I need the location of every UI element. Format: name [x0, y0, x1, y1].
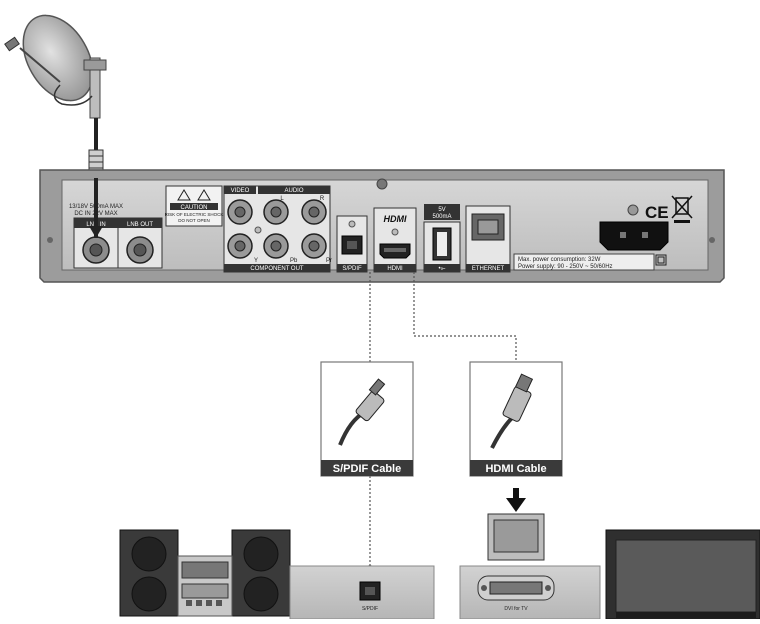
lnb-out-label: LNB OUT	[127, 222, 153, 228]
connection-lines	[369, 272, 517, 570]
optical-plug-icon	[338, 378, 386, 446]
spdif-cable-box: S/PDIF Cable	[320, 361, 414, 477]
hdmi-logo: HDMI	[384, 214, 407, 224]
power-spec-line1: Max. power consumption: 32W	[518, 257, 601, 263]
comp-pb-label: Pb	[290, 258, 298, 264]
component-out-label: COMPONENT OUT	[250, 266, 304, 272]
usb-rating-line1: 5V	[438, 207, 445, 213]
comp-y-label: Y	[254, 258, 258, 264]
spdif-port: S/PDIF	[336, 215, 368, 273]
caution-title: CAUTION	[181, 205, 208, 211]
weee-bin-icon	[671, 195, 693, 223]
caution-line1: RISK OF ELECTRIC SHOCK	[165, 212, 224, 217]
av-connectors: VIDEO AUDIO L R Y Pb Pr COMPONENT OUT	[223, 185, 332, 273]
audio-port-label: S/PDIF	[362, 606, 378, 612]
television	[605, 529, 760, 620]
satellite-dish	[4, 14, 107, 178]
audio-system	[119, 529, 291, 617]
hdmi-label: HDMI	[387, 266, 403, 272]
caution-line2: DO NOT OPEN	[178, 218, 209, 223]
receiver-back-panel: 13/18V 500mA MAX DC IN 22V MAX LNB IN LN…	[39, 169, 725, 283]
hdmi-line	[413, 272, 517, 362]
ethernet-label: ETHERNET	[472, 266, 505, 272]
ethernet-port: ETHERNET	[465, 205, 511, 273]
spdif-cable-label: S/PDIF Cable	[333, 463, 401, 475]
down-arrow-icon	[506, 488, 526, 512]
usb-rating-line2: 500mA	[432, 214, 451, 220]
audio-r-label: R	[320, 196, 325, 202]
hdmi-port: HDMI HDMI	[373, 207, 417, 273]
power-inlet	[599, 221, 669, 251]
audio-l-label: L	[280, 196, 284, 202]
usb-port: 5V 500mA •⟜	[423, 204, 461, 273]
power-spec-line2: Power supply: 90 - 250V ~ 50/60Hz	[518, 264, 613, 270]
ce-mark: CE	[645, 203, 669, 222]
video-label: VIDEO	[231, 188, 250, 194]
tv-shelf: DVI for TV	[459, 513, 601, 620]
hdmi-plug-icon	[490, 373, 534, 449]
caution-label: CAUTION RISK OF ELECTRIC SHOCK DO NOT OP…	[165, 185, 224, 227]
comp-pr-label: Pr	[326, 258, 332, 264]
spdif-label: S/PDIF	[342, 266, 362, 272]
hdmi-cable-box: HDMI Cable	[469, 361, 563, 477]
tv-port-label: DVI for TV	[504, 606, 528, 612]
usb-symbol: •⟜	[439, 266, 446, 272]
hdmi-cable-label: HDMI Cable	[485, 463, 546, 475]
power-section: CE Max. power consumption: 32W Power sup…	[513, 195, 693, 271]
audio-label: AUDIO	[284, 188, 303, 194]
audio-shelf: S/PDIF	[289, 565, 435, 620]
